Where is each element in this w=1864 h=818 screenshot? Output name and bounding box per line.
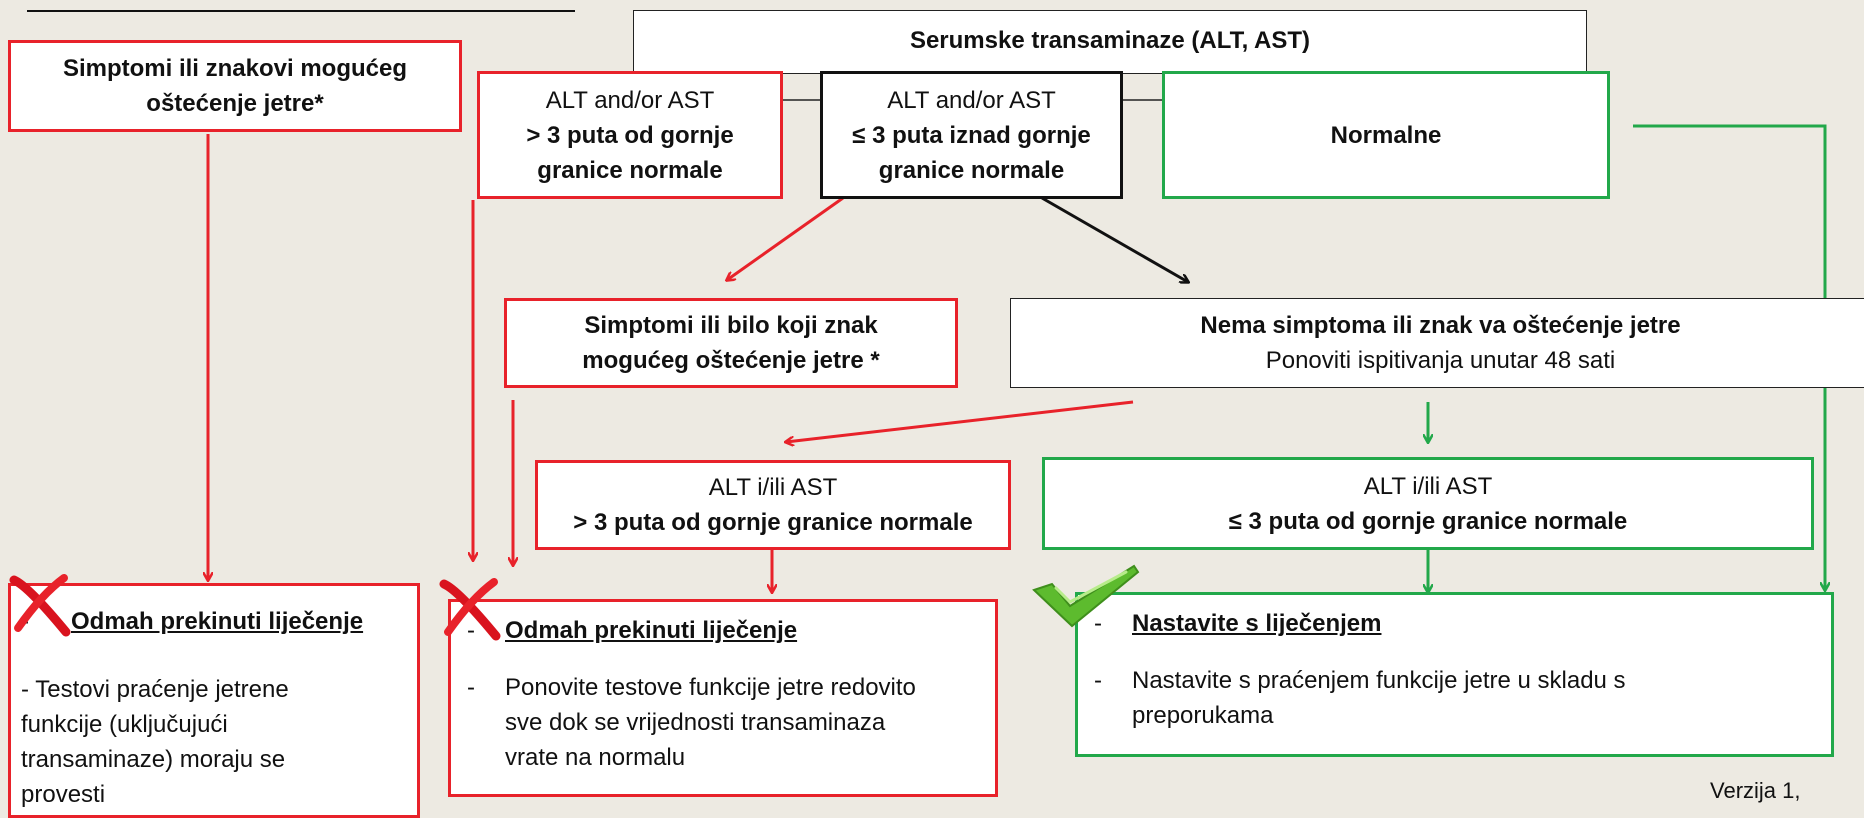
symptoms-line2: oštećenje jetre*: [146, 90, 324, 117]
alt-mid-line2: ≤ 3 puta iznad gornje: [852, 121, 1091, 149]
result-continue-line: preporukama: [1132, 702, 1274, 729]
alt-high-line2: > 3 puta od gornje: [526, 121, 734, 149]
result-stop-box-2: - Odmah prekinuti liječenje - Ponovite t…: [448, 599, 998, 797]
red-x-icon: [9, 574, 71, 637]
result-stop1-title: Odmah prekinuti liječenje: [71, 608, 364, 635]
alt-high-line1: ALT and/or AST: [545, 86, 715, 114]
normal-box: Normalne: [1162, 71, 1610, 199]
retest-high-line1: ALT i/ili AST: [708, 474, 838, 501]
retest-low-line2: ≤ 3 puta od gornje granice normale: [1228, 507, 1628, 535]
result-continue-header: - Nastavite s liječenjem: [1094, 606, 1831, 641]
retest-high-box: ALT i/ili AST > 3 puta od gornje granice…: [535, 460, 1011, 550]
result-stop2-line: Ponovite testove funkcije jetre redovito: [505, 674, 916, 701]
no-symptoms-line1: Nema simptoma ili znak va oštećenje jetr…: [1200, 312, 1681, 339]
result-continue-body-row: - Nastavite s praćenjem funkcije jetre u…: [1094, 663, 1831, 733]
header-title: Serumske transaminaze (ALT, AST): [909, 27, 1311, 54]
symptoms-box: Simptomi ili znakovi mogućeg oštećenje j…: [8, 40, 462, 132]
top-rule: [27, 10, 575, 12]
red-x-icon: [439, 578, 501, 641]
retest-low-line1: ALT i/ili AST: [1363, 472, 1493, 500]
result-stop1-body: - Testovi praćenje jetrene funkcije (ukl…: [21, 672, 417, 812]
result-continue-dash: -: [1094, 610, 1102, 637]
no-symptoms-line2: Ponoviti ispitivanja unutar 48 sati: [1265, 347, 1616, 374]
result-stop2-title: Odmah prekinuti liječenje: [505, 617, 798, 644]
arrow-mid-to-nosymptoms: [1041, 196, 1188, 282]
arrow-nosymptoms-to-retesthigh: [786, 400, 1134, 442]
result-stop1-line: - Testovi praćenje jetrene: [21, 676, 289, 703]
alt-mid-line3: granice normale: [878, 156, 1065, 184]
retest-low-box: ALT i/ili AST ≤ 3 puta od gornje granice…: [1042, 457, 1814, 550]
result-continue-title: Nastavite s liječenjem: [1132, 610, 1382, 637]
result-stop2-dash: -: [467, 674, 475, 701]
result-stop1-line: provesti: [21, 781, 106, 808]
alt-high-box: ALT and/or AST > 3 puta od gornje granic…: [477, 71, 783, 199]
result-continue-dash: -: [1094, 667, 1102, 694]
symptoms2-line1: Simptomi ili bilo koji znak: [584, 312, 878, 339]
retest-high-line2: > 3 puta od gornje granice normale: [573, 509, 973, 536]
result-stop1-line: funkcije (uključujući: [21, 711, 228, 738]
header-box: Serumske transaminaze (ALT, AST): [633, 10, 1587, 74]
no-symptoms-box: Nema simptoma ili znak va oštećenje jetr…: [1010, 298, 1864, 388]
alt-mid-line1: ALT and/or AST: [887, 86, 1056, 114]
arrow-normal-to-continue: [1633, 124, 1825, 590]
result-stop1-line: transaminaze) moraju se: [21, 746, 286, 773]
symptoms2-box: Simptomi ili bilo koji znak mogućeg ošte…: [504, 298, 958, 388]
version-label: Verzija 1,: [1710, 778, 1801, 803]
result-stop2-header: - Odmah prekinuti liječenje: [467, 613, 995, 648]
normal-label: Normalne: [1330, 121, 1442, 149]
result-stop2-body: Ponovite testove funkcije jetre redovito…: [505, 670, 916, 775]
result-continue-body: Nastavite s praćenjem funkcije jetre u s…: [1132, 663, 1626, 733]
result-stop2-dash: -: [467, 617, 475, 644]
symptoms2-line2: mogućeg oštećenje jetre *: [582, 347, 880, 374]
result-stop-box-1: - Odmah prekinuti liječenje - Testovi pr…: [8, 583, 420, 818]
alt-high-line3: granice normale: [537, 156, 723, 184]
arrow-mid-to-symptoms2: [727, 196, 844, 280]
result-stop2-body-row: - Ponovite testove funkcije jetre redovi…: [467, 670, 995, 775]
alt-mid-box: ALT and/or AST ≤ 3 puta iznad gornje gra…: [820, 71, 1123, 199]
result-continue-box: - Nastavite s liječenjem - Nastavite s p…: [1075, 592, 1834, 757]
result-continue-line: Nastavite s praćenjem funkcije jetre u s…: [1132, 667, 1626, 694]
result-stop2-line: sve dok se vrijednosti transaminaza: [505, 709, 886, 736]
symptoms-line1: Simptomi ili znakovi mogućeg: [62, 55, 408, 82]
result-stop2-line: vrate na normalu: [505, 744, 686, 771]
result-stop1-header: - Odmah prekinuti liječenje: [21, 604, 417, 639]
green-check-icon: [1032, 564, 1140, 628]
